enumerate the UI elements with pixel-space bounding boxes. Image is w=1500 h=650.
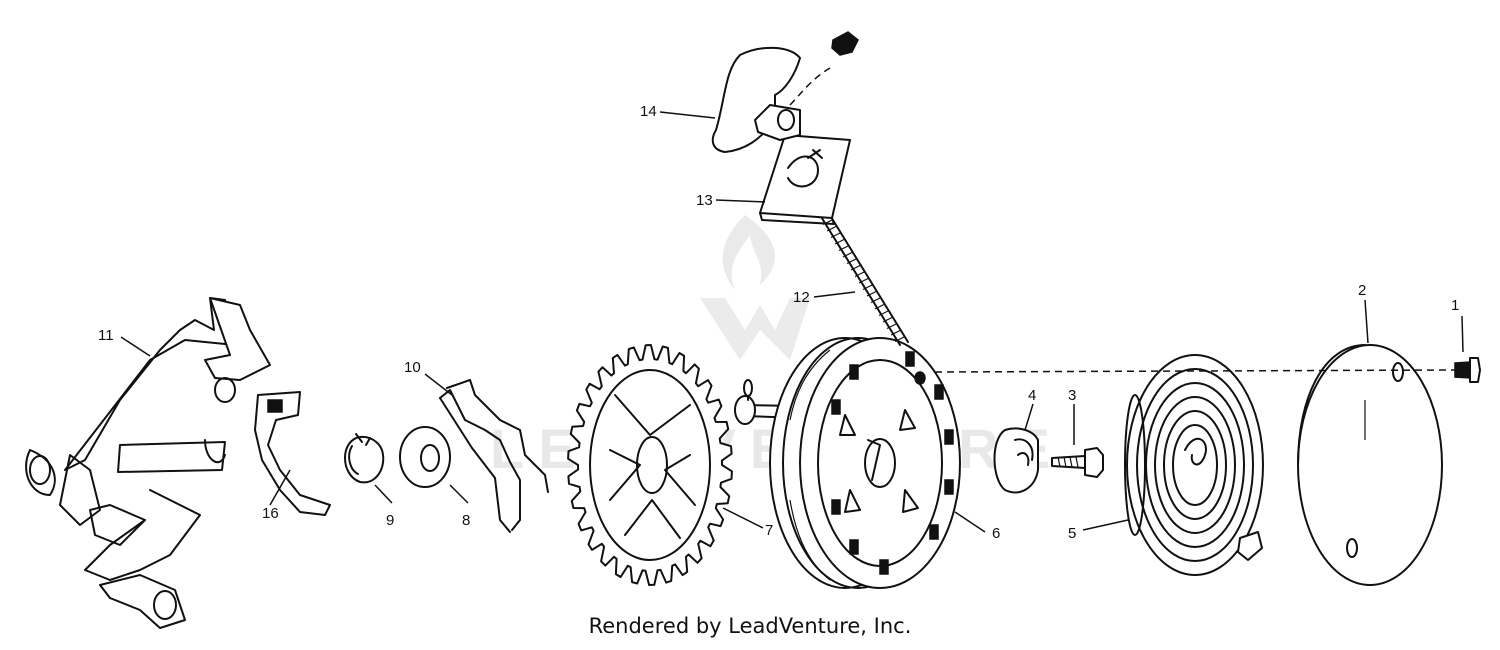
callout-10: 10 <box>404 359 421 376</box>
callout-7: 7 <box>765 522 773 539</box>
callout-9: 9 <box>386 512 394 529</box>
part-rope-guide-plate <box>759 134 851 225</box>
part-starter-gear <box>567 344 733 586</box>
callout-5: 5 <box>1068 525 1076 542</box>
part-starter-rope <box>818 211 909 346</box>
part-mounting-bracket <box>25 297 271 629</box>
part-bolt <box>1454 357 1481 383</box>
callout-2: 2 <box>1358 282 1366 299</box>
part-handle <box>711 31 859 153</box>
part-pulley <box>769 337 961 589</box>
assembly-axis <box>934 369 1456 373</box>
part-cover-plate <box>1297 344 1443 586</box>
part-cam <box>993 427 1039 494</box>
part-pawl <box>254 391 331 516</box>
part-retaining-ring <box>344 433 385 484</box>
callout-8: 8 <box>462 512 470 529</box>
part-screw <box>1051 447 1104 478</box>
leader-lines <box>120 111 1464 533</box>
part-washer <box>399 426 451 488</box>
callout-16: 16 <box>262 505 279 522</box>
callout-labels: 1 2 3 4 5 6 7 8 9 10 11 12 13 14 16 <box>98 103 1459 542</box>
callout-1: 1 <box>1451 297 1459 314</box>
callout-6: 6 <box>992 525 1000 542</box>
render-credit: Rendered by LeadVenture, Inc. <box>588 614 912 638</box>
part-recoil-spring <box>1124 354 1264 576</box>
callout-3: 3 <box>1068 387 1076 404</box>
callout-4: 4 <box>1028 387 1036 404</box>
callout-13: 13 <box>696 192 713 209</box>
pulley-slots <box>831 351 954 575</box>
callout-12: 12 <box>793 289 810 306</box>
part-wire-spring <box>439 379 549 533</box>
callout-11: 11 <box>98 327 114 344</box>
callout-14: 14 <box>640 103 657 120</box>
